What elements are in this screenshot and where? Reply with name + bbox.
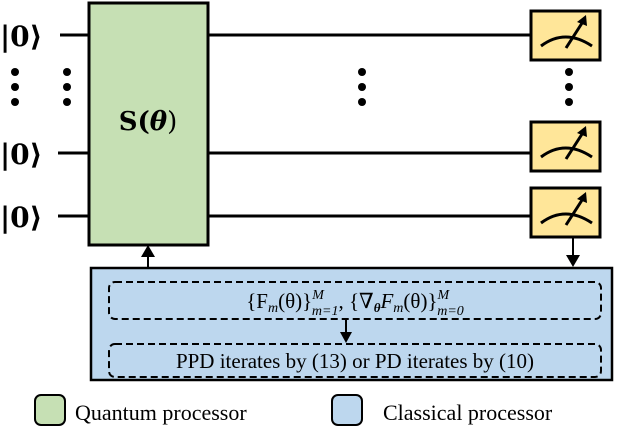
meter-icon <box>540 192 593 226</box>
vertical-dots-right <box>565 68 573 106</box>
meter-icon <box>540 126 593 160</box>
iteration-text: PPD iterates by (13) or PD iterates by (… <box>176 349 534 373</box>
legend: Quantum processor Classical processor <box>34 394 553 426</box>
gate-label: S(θ) <box>119 107 178 137</box>
measurement-2 <box>529 120 602 173</box>
measurement-1 <box>529 9 602 62</box>
legend-swatch-classical <box>331 394 363 426</box>
legend-swatch-quantum <box>34 394 66 426</box>
vertical-dots-left <box>11 68 71 106</box>
legend-label-classical: Classical processor <box>383 400 553 425</box>
quantum-gate-box <box>87 1 210 247</box>
arrow-gradient-to-iterate <box>340 319 352 343</box>
iteration-box <box>108 343 602 378</box>
classical-processor-box <box>89 266 614 382</box>
arrow-meter-to-classical <box>566 238 580 267</box>
legend-label-quantum: Quantum processor <box>75 400 247 425</box>
gradient-info-box <box>108 281 602 320</box>
arrow-classical-to-gate <box>141 245 155 267</box>
ket-label-1: |0⟩ <box>0 20 42 53</box>
measurement-3 <box>529 186 602 239</box>
meter-icon <box>540 15 593 49</box>
ket-label-2: |0⟩ <box>0 138 42 171</box>
vertical-dots-middle <box>358 68 366 106</box>
ket-label-3: |0⟩ <box>0 201 42 234</box>
